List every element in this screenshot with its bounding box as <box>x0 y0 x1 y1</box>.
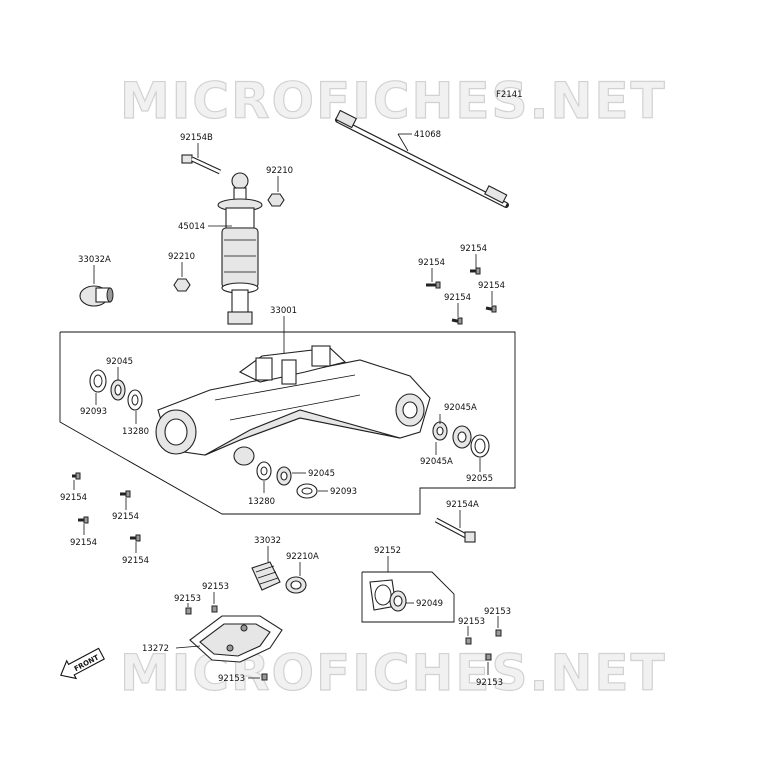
label-92154-r3: 92154 <box>444 293 471 303</box>
swingarm[interactable] <box>155 345 431 466</box>
drive-shaft[interactable] <box>334 109 509 208</box>
label-92154-l2: 92154 <box>112 512 139 522</box>
seal-92093-bottom[interactable] <box>296 483 318 499</box>
bolt-92154-l1[interactable] <box>72 472 81 480</box>
label-45014: 45014 <box>178 222 205 232</box>
bolt-92154-r1[interactable] <box>426 281 441 289</box>
label-92093-left: 92093 <box>80 407 107 417</box>
label-92154-r2: 92154 <box>460 244 487 254</box>
boot-33032[interactable] <box>251 561 281 591</box>
label-92153-e: 92153 <box>484 607 511 617</box>
nut-92210-mid[interactable] <box>173 278 191 292</box>
label-92154b: 92154B <box>180 133 213 143</box>
front-arrow-icon: FRONT <box>60 647 105 680</box>
bearing-92045a-a[interactable] <box>432 421 448 441</box>
fastener-92153-b[interactable] <box>185 607 192 615</box>
label-92045a-top: 92045A <box>444 403 477 413</box>
fastener-92153-c[interactable] <box>261 673 268 681</box>
collar-13280-left[interactable] <box>127 389 143 411</box>
seal-92093-left[interactable] <box>89 369 107 393</box>
watermark-top: MICROFICHES.NET <box>120 72 667 130</box>
label-92045-bottom: 92045 <box>308 469 335 479</box>
watermark-bottom: MICROFICHES.NET <box>120 644 667 702</box>
label-41068: 41068 <box>414 130 441 140</box>
label-92045a-bottom: 92045A <box>420 457 453 467</box>
label-33032: 33032 <box>254 536 281 546</box>
label-92152: 92152 <box>374 546 401 556</box>
label-92049: 92049 <box>416 599 443 609</box>
label-92154a: 92154A <box>446 500 479 510</box>
label-92154-l1: 92154 <box>60 493 87 503</box>
seal-92049[interactable] <box>389 590 407 612</box>
label-92093-bottom: 92093 <box>330 487 357 497</box>
fastener-92153-e[interactable] <box>495 629 502 637</box>
label-92154-l3: 92154 <box>70 538 97 548</box>
fastener-92153-d[interactable] <box>465 637 472 645</box>
label-92153-b: 92153 <box>174 594 201 604</box>
label-33032a: 33032A <box>78 255 111 265</box>
skid-plate-13272[interactable] <box>189 615 283 663</box>
bolt-92154-r4[interactable] <box>485 305 497 313</box>
fastener-92153-a[interactable] <box>211 605 218 613</box>
seal-92055[interactable] <box>470 434 490 458</box>
shock-absorber[interactable] <box>217 172 263 325</box>
label-13280-left: 13280 <box>122 427 149 437</box>
label-92153-c: 92153 <box>218 674 245 684</box>
label-92055: 92055 <box>466 474 493 484</box>
label-92210-top: 92210 <box>266 166 293 176</box>
swingarm-group-frame <box>59 331 516 515</box>
label-33001: 33001 <box>270 306 297 316</box>
label-13280-bottom: 13280 <box>248 497 275 507</box>
label-92154-r4: 92154 <box>478 281 505 291</box>
seal-group-frame <box>361 571 455 623</box>
nut-92210a[interactable] <box>285 576 307 594</box>
figure-code: F2141 <box>496 90 523 100</box>
bolt-92154-r3[interactable] <box>451 317 463 325</box>
label-92153-a: 92153 <box>202 582 229 592</box>
bolt-92154b[interactable] <box>181 154 222 175</box>
label-13272: 13272 <box>142 644 169 654</box>
bolt-92154-l4[interactable] <box>130 534 141 542</box>
label-92153-f: 92153 <box>476 678 503 688</box>
bearing-92045-left[interactable] <box>110 379 126 401</box>
label-92045-left: 92045 <box>106 357 133 367</box>
nut-92210-top[interactable] <box>267 193 285 207</box>
bolt-92154-l3[interactable] <box>78 516 89 524</box>
bolt-92154-r2[interactable] <box>470 267 481 275</box>
bearing-92045-bottom[interactable] <box>276 466 292 486</box>
collar-13280-bottom[interactable] <box>256 461 272 481</box>
label-92210a: 92210A <box>286 552 319 562</box>
label-92153-d: 92153 <box>458 617 485 627</box>
label-92154-l4: 92154 <box>122 556 149 566</box>
fastener-92153-f[interactable] <box>485 653 492 661</box>
label-92210-mid: 92210 <box>168 252 195 262</box>
label-92154-r1: 92154 <box>418 258 445 268</box>
boot-33032a[interactable] <box>79 285 114 307</box>
bolt-92154-l2[interactable] <box>120 490 131 498</box>
bearing-92045a-b[interactable] <box>452 425 472 449</box>
bolt-92154a[interactable] <box>434 517 476 543</box>
